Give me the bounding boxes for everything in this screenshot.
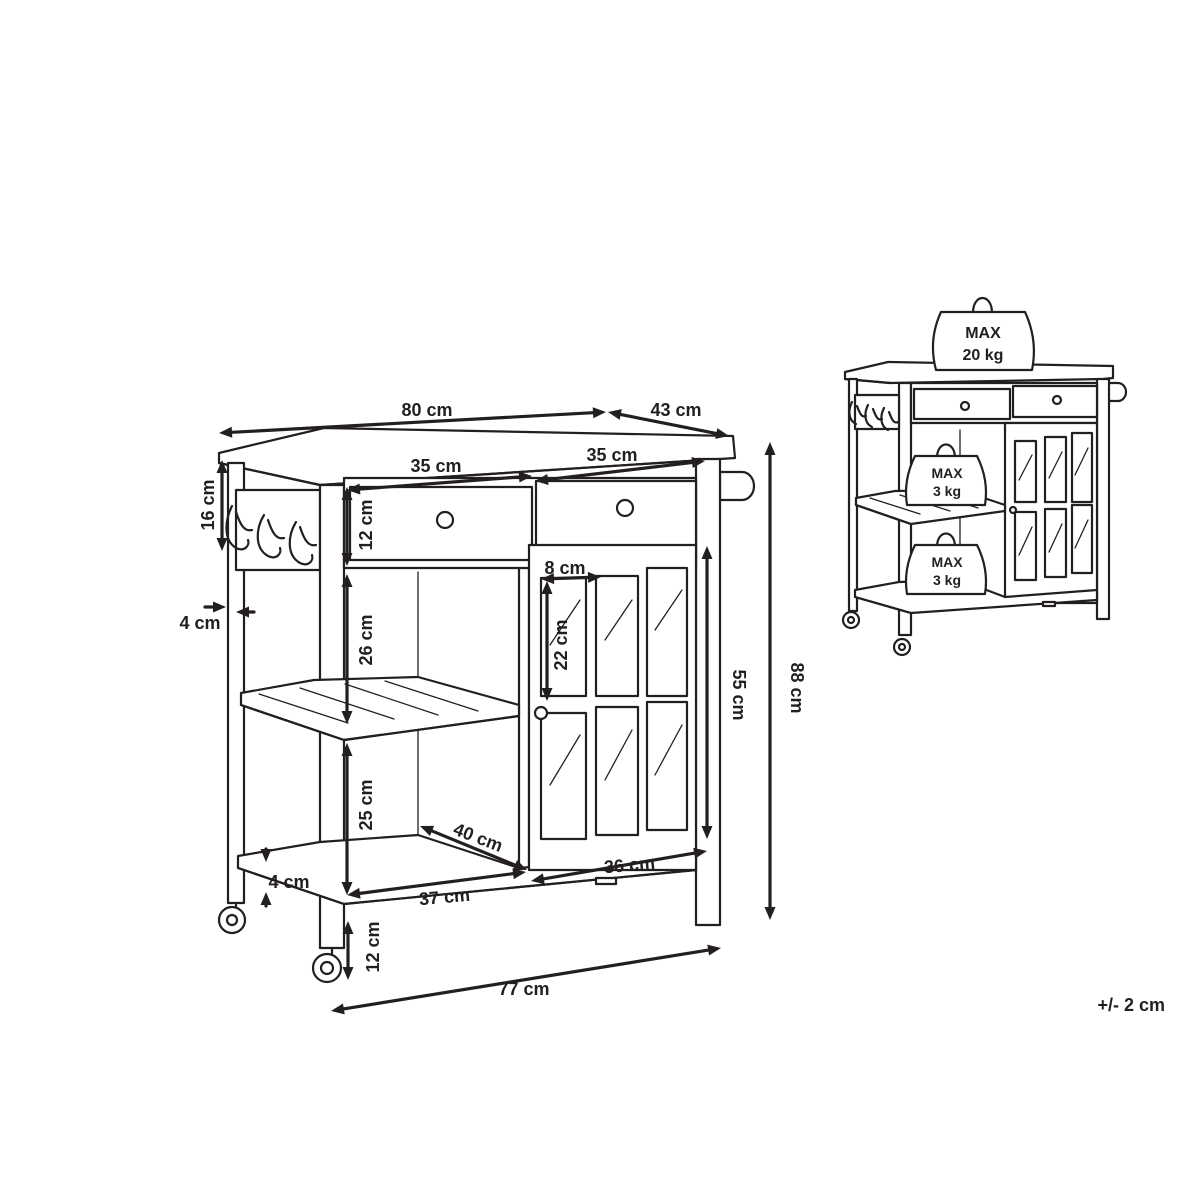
countertop xyxy=(217,426,737,487)
dim-thick-bottom-arrow-head-end xyxy=(260,892,272,905)
dim-shelf-depth-arrow-head-end xyxy=(512,859,527,871)
slatted-shelf xyxy=(239,675,521,742)
dim-shelf-width-arrow-head-end xyxy=(512,868,526,880)
dim-total-height-arrow-head-end xyxy=(764,907,776,920)
dim-upper-gap-arrow-head-end xyxy=(341,711,353,724)
drawer-right-knob xyxy=(615,498,635,518)
drawer-left-knob xyxy=(435,510,455,530)
dim-drawer-height-label: 12 cm xyxy=(356,499,376,550)
dim-top-depth-label: 43 cm xyxy=(650,400,701,420)
dim-pane-height-arrow-head-start xyxy=(541,581,553,594)
dim-total-height-arrow-head-start xyxy=(764,442,776,455)
dim-shelf-width-arrow xyxy=(353,871,520,896)
load-bottom-label: MAX xyxy=(931,554,963,570)
dim-shelf-width-label: 37 cm xyxy=(418,885,471,909)
dim-drawer-height-arrow-head-end xyxy=(341,553,353,566)
dim-pane-width-arrow-head-start xyxy=(541,573,555,585)
dim-drawer-left-arrow-head-start xyxy=(347,483,361,495)
dim-pane-width-label: 8 cm xyxy=(544,558,585,578)
dim-leg-thickness-label: 4 cm xyxy=(179,613,220,633)
dim-base-width-label: 77 cm xyxy=(498,979,549,999)
glass-door xyxy=(527,543,698,872)
dim-cabinet-width-arrow-head-start xyxy=(531,873,545,885)
dim-top-width-arrow-head-start xyxy=(219,426,233,438)
dim-cabinet-width-label: 36 cm xyxy=(603,853,656,877)
load-shelf-label: MAX xyxy=(931,465,963,481)
dim-cabinet-height-label: 55 cm xyxy=(729,669,749,720)
dim-cabinet-height-arrow-head-end xyxy=(701,826,713,839)
dim-shelf-depth-arrow xyxy=(425,827,522,869)
load-top-label: MAX xyxy=(965,325,1001,342)
door-knob xyxy=(533,705,549,721)
dim-drawer-right-arrow xyxy=(541,460,699,482)
dim-hooks-height-label: 16 cm xyxy=(198,479,218,530)
dim-cabinet-width-arrow xyxy=(537,850,701,882)
dim-drawer-right-arrow-head-start xyxy=(535,474,549,485)
dim-base-width-arrow-head-end xyxy=(707,944,721,956)
dim-top-width-arrow xyxy=(225,410,600,435)
dim-pane-width-arrow-head-end xyxy=(587,571,601,583)
kitchen-cart-main-drawing xyxy=(217,426,756,984)
center-divider xyxy=(517,543,531,874)
dim-cabinet-width-arrow-head-end xyxy=(693,847,707,859)
dim-shelf-thickness-label: 4 cm xyxy=(268,872,309,892)
dim-hooks-height-arrow-head-start xyxy=(216,460,228,473)
dim-lower-shelf-gap-label: 25 cm xyxy=(356,779,376,830)
weight-icon-bottom: MAX 3 kg xyxy=(904,532,988,596)
load-top-value: 20 kg xyxy=(963,347,1004,364)
weight-icon-shelf: MAX 3 kg xyxy=(904,443,988,507)
dim-total-height-label: 88 cm xyxy=(787,662,807,713)
dim-upper-shelf-gap-label: 26 cm xyxy=(356,614,376,665)
front-right-leg xyxy=(694,457,722,927)
dim-top-depth-arrow-head-start xyxy=(608,409,622,420)
dim-shelf-width-arrow-head-start xyxy=(347,887,361,899)
dim-wheel-clearance-arrow-head-start xyxy=(342,921,354,934)
dim-drawer-left-arrow xyxy=(353,475,526,491)
dim-base-width-arrow-head-start xyxy=(331,1003,345,1015)
dim-drawer-right-label: 35 cm xyxy=(586,445,637,465)
dim-top-depth-arrow xyxy=(614,411,723,437)
caster-front-left xyxy=(311,946,343,984)
weight-icon-top: MAX 20 kg xyxy=(931,296,1035,372)
load-bottom-value: 3 kg xyxy=(933,572,961,588)
dim-pane-height-arrow-head-end xyxy=(541,688,553,701)
coat-hooks xyxy=(225,504,318,566)
dim-drawer-height-arrow-head-start xyxy=(341,487,353,500)
dim-wheel-clearance-label: 12 cm xyxy=(363,921,383,972)
dim-base-width-arrow xyxy=(337,947,715,1012)
towel-bar xyxy=(718,470,756,502)
caster-back-left xyxy=(217,901,247,935)
dim-shelf-depth-arrow-head-start xyxy=(420,825,435,837)
dim-leg-left-arrow-head-end xyxy=(213,601,226,613)
dim-leg-right-arrow-head-end xyxy=(236,606,249,618)
dim-pane-width-arrow xyxy=(547,575,595,581)
dim-thick-top-arrow-head-end xyxy=(260,849,272,862)
dim-hooks-height-arrow-head-end xyxy=(216,538,228,551)
dim-drawer-left-arrow-head-end xyxy=(518,471,532,483)
dim-wheel-clearance-arrow-head-end xyxy=(342,967,354,980)
dimension-labels: 80 cm 43 cm 35 cm 35 cm 16 cm 12 cm 4 cm… xyxy=(179,400,1165,1015)
dim-pane-height-label: 22 cm xyxy=(551,619,571,670)
dim-drawer-left-label: 35 cm xyxy=(410,456,461,476)
dim-drawer-right-arrow-head-end xyxy=(691,457,705,468)
dim-top-width-arrow-head-end xyxy=(592,407,606,419)
load-shelf-value: 3 kg xyxy=(933,483,961,499)
tolerance-note: +/- 2 cm xyxy=(1097,995,1165,1015)
dim-top-width-label: 80 cm xyxy=(401,400,452,420)
dimension-arrows xyxy=(203,407,776,1015)
dim-upper-gap-arrow-head-start xyxy=(341,574,353,587)
dim-lower-gap-arrow-head-end xyxy=(341,882,353,895)
dim-cabinet-height-arrow-head-start xyxy=(701,546,713,559)
dim-lower-gap-arrow-head-start xyxy=(341,743,353,756)
load-capacity-drawing: MAX 20 kg MAX 3 kg MAX 3 kg xyxy=(841,296,1128,657)
dim-top-depth-arrow-head-end xyxy=(715,428,729,439)
